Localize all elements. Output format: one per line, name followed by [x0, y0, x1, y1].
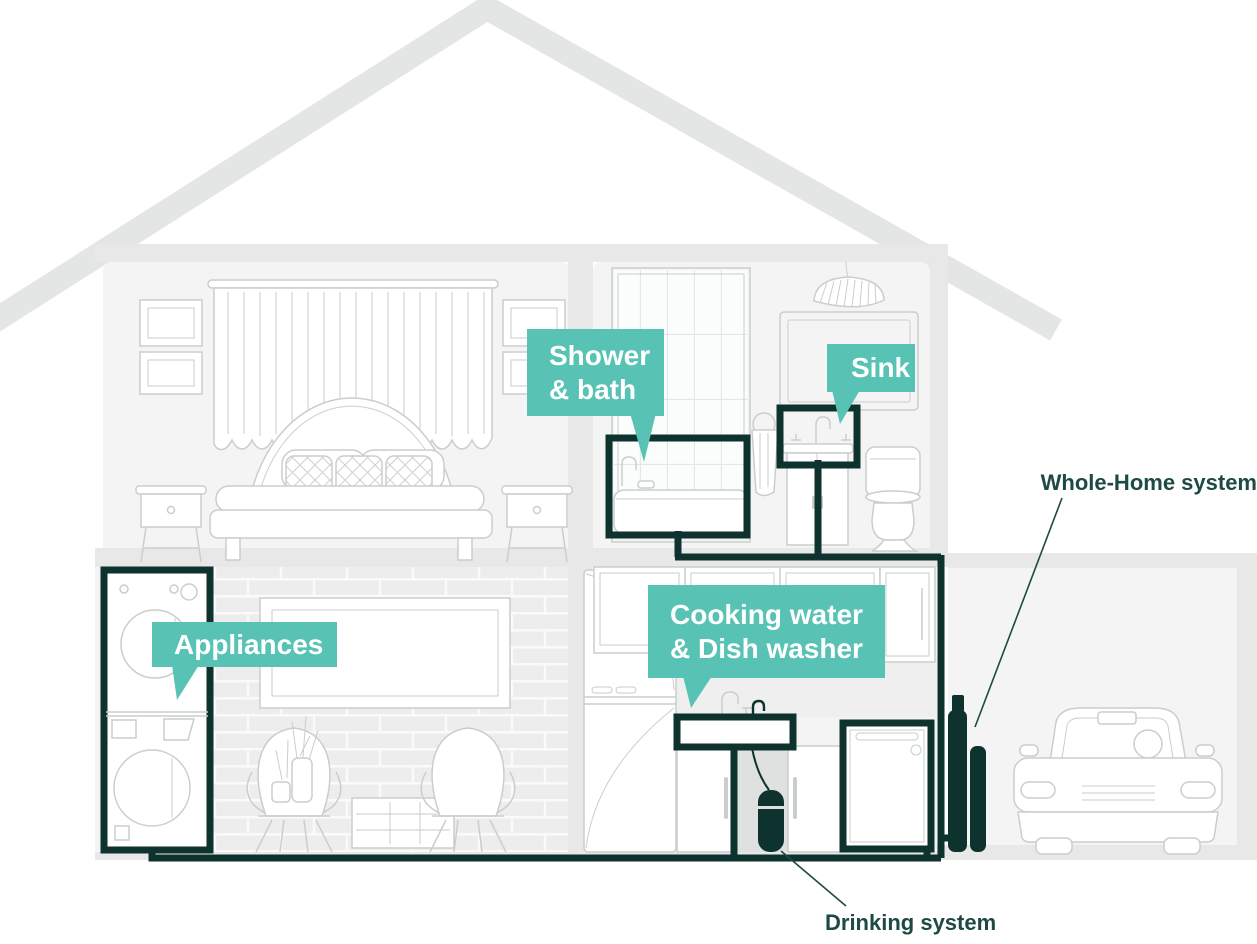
callout-appliances: Appliances: [152, 622, 337, 667]
right-wall: [930, 247, 948, 560]
drinking-faucet: [751, 699, 766, 717]
appliances-callout-tail: [172, 665, 199, 700]
mattress: [215, 485, 485, 513]
bedroom: [135, 279, 573, 563]
wheel-left: [1035, 837, 1073, 855]
bed: [209, 397, 493, 561]
callout-shower-line1: Shower: [549, 339, 651, 371]
chair-right: [420, 727, 516, 853]
floor-divider-band: [95, 548, 948, 567]
bed-base: [209, 509, 493, 539]
quilted-pillows: [285, 455, 433, 495]
shower-highlight-box: [605, 434, 751, 539]
filter-short: [970, 746, 986, 852]
filter-tall: [948, 710, 967, 852]
plant: [271, 715, 319, 803]
bathtub: [613, 489, 749, 535]
ceiling-band: [95, 244, 948, 262]
nightstand-left: [135, 485, 207, 563]
drinking-leader-line: [780, 850, 847, 907]
bed-leg-right: [457, 537, 473, 561]
toilet: [865, 446, 921, 552]
pendant-lamp: [813, 261, 885, 308]
dryer: [111, 718, 195, 841]
nightstand-right: [501, 485, 573, 563]
appliances-highlight-box: [100, 566, 214, 854]
wheel-right: [1163, 837, 1201, 855]
callout-sink: Sink: [827, 344, 915, 392]
drinking-system-label: Drinking system: [825, 910, 997, 935]
dishwasher-highlight-box: [839, 719, 935, 853]
bed-leg-left: [225, 537, 241, 561]
sink-faucet: [815, 416, 831, 446]
curtains: [207, 279, 499, 451]
roof: [0, 0, 1062, 341]
soap: [637, 480, 655, 489]
callout-sink-label: Sink: [851, 352, 911, 383]
callout-cooking-line2: & Dish washer: [670, 632, 863, 664]
headlight-right: [1180, 781, 1216, 799]
callout-cooking-dishwasher: Cooking water & Dish washer: [648, 585, 885, 678]
whole-home-leader-line: [974, 497, 1063, 728]
kitchen-sink-highlight-box: [673, 713, 797, 751]
bumper: [1017, 811, 1219, 843]
callout-shower-bath: Shower & bath: [527, 329, 664, 416]
picture-frames-left: [139, 299, 203, 395]
kitchen-faucet: [721, 691, 739, 716]
living-room-contents: [212, 567, 568, 853]
callout-cooking-line1: Cooking water: [670, 598, 863, 630]
drinking-filter-capsule: [758, 790, 784, 852]
filter-cord: [751, 747, 770, 791]
garage: [948, 695, 1223, 855]
whole-home-system-label: Whole-Home system: [1040, 470, 1257, 495]
whole-home-filters: [948, 695, 986, 852]
callout-appliances-label: Appliances: [174, 629, 324, 660]
shower-callout-tail: [630, 413, 656, 462]
headlight-left: [1020, 781, 1056, 799]
car: [1013, 707, 1223, 855]
towel: [751, 412, 779, 497]
callout-shower-line2: & bath: [549, 373, 637, 405]
tub-faucet: [621, 456, 637, 486]
sink-highlight-box: [776, 404, 861, 469]
cooking-callout-tail: [683, 676, 712, 708]
sink-callout-tail: [832, 390, 860, 424]
filter-cap: [952, 695, 964, 712]
tall-cabinet: [879, 566, 936, 663]
